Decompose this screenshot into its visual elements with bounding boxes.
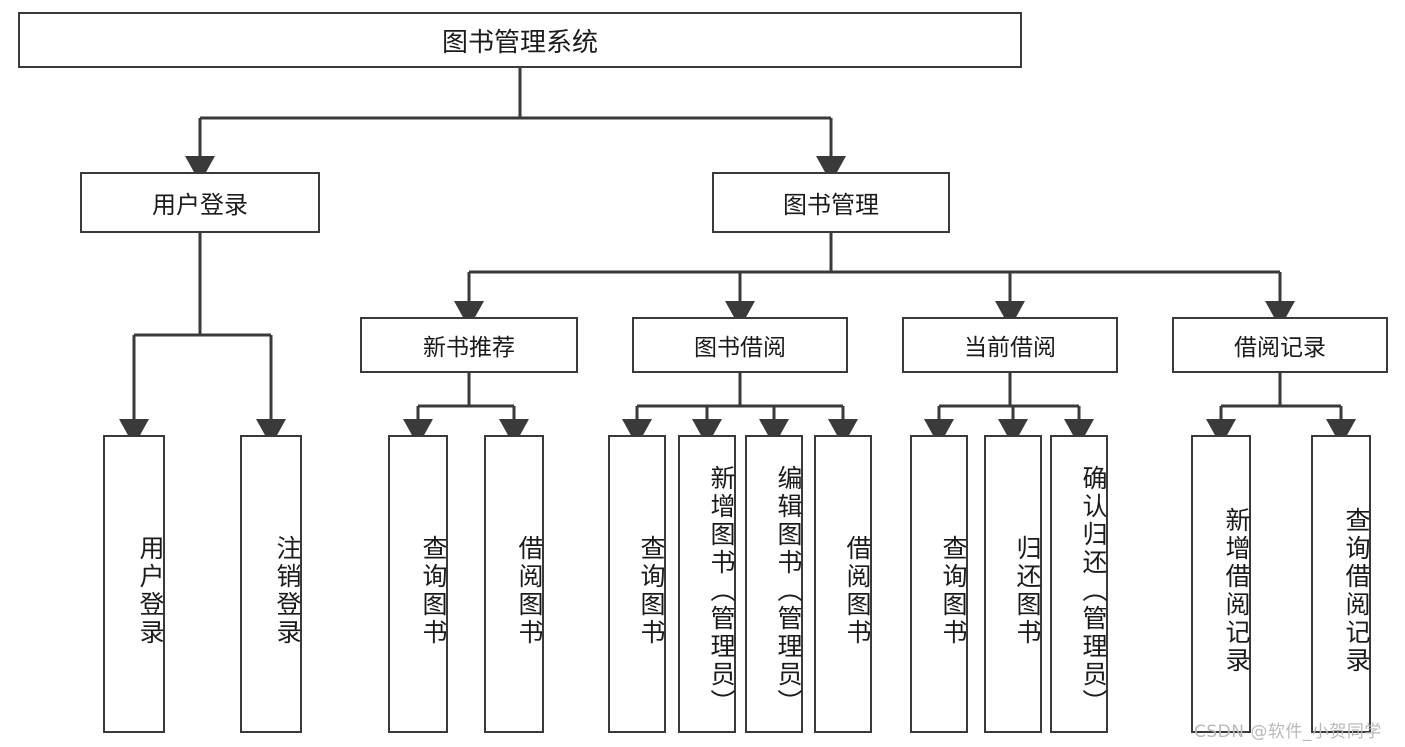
node-leaf-add-book-admin[interactable]: 新增图书（管理员）	[678, 435, 736, 733]
node-leaf-confirm-return-admin[interactable]: 确认归还（管理员）	[1050, 435, 1108, 733]
node-borrow-record[interactable]: 借阅记录	[1172, 317, 1388, 373]
node-label: 注销登录	[273, 535, 302, 647]
node-leaf-query-book-3[interactable]: 查询图书	[910, 435, 968, 733]
node-label: 新书推荐	[423, 335, 515, 361]
node-label: 查询借阅记录	[1342, 507, 1371, 675]
node-leaf-borrow-book-2[interactable]: 借阅图书	[814, 435, 872, 733]
node-label: 图书管理系统	[441, 27, 598, 58]
node-leaf-query-book-1[interactable]: 查询图书	[388, 435, 448, 733]
node-leaf-return-book[interactable]: 归还图书	[984, 435, 1042, 733]
node-new-book-recommend[interactable]: 新书推荐	[360, 317, 578, 373]
node-label: 查询图书	[939, 535, 968, 647]
csdn-watermark: CSDN @软件_小贺同学	[1194, 722, 1382, 742]
node-label: 用户登录	[136, 535, 165, 647]
node-leaf-edit-book-admin[interactable]: 编辑图书（管理员）	[745, 435, 803, 733]
node-label: 确认归还（管理员）	[1079, 465, 1108, 717]
node-leaf-logout-login[interactable]: 注销登录	[240, 435, 302, 733]
node-leaf-query-borrow-record[interactable]: 查询借阅记录	[1311, 435, 1371, 733]
node-label: 查询图书	[637, 535, 666, 647]
node-root-system[interactable]: 图书管理系统	[18, 12, 1022, 68]
node-label: 新增图书（管理员）	[707, 465, 736, 717]
node-label: 用户登录	[152, 191, 248, 219]
node-leaf-query-book-2[interactable]: 查询图书	[608, 435, 666, 733]
node-label: 归还图书	[1013, 535, 1042, 647]
node-label: 图书管理	[783, 191, 879, 219]
node-user-login[interactable]: 用户登录	[80, 172, 320, 233]
node-label: 编辑图书（管理员）	[774, 465, 803, 717]
node-leaf-add-borrow-record[interactable]: 新增借阅记录	[1191, 435, 1251, 733]
node-book-management[interactable]: 图书管理	[712, 172, 950, 233]
node-label: 借阅记录	[1234, 335, 1326, 361]
node-label: 查询图书	[419, 535, 448, 647]
node-current-borrow[interactable]: 当前借阅	[902, 317, 1118, 373]
node-label: 新增借阅记录	[1222, 507, 1251, 675]
node-book-borrow[interactable]: 图书借阅	[632, 317, 848, 373]
node-leaf-user-login[interactable]: 用户登录	[103, 435, 165, 733]
node-label: 借阅图书	[515, 535, 544, 647]
node-label: 图书借阅	[694, 335, 786, 361]
node-label: 当前借阅	[964, 335, 1056, 361]
node-leaf-borrow-book-1[interactable]: 借阅图书	[484, 435, 544, 733]
node-label: 借阅图书	[843, 535, 872, 647]
